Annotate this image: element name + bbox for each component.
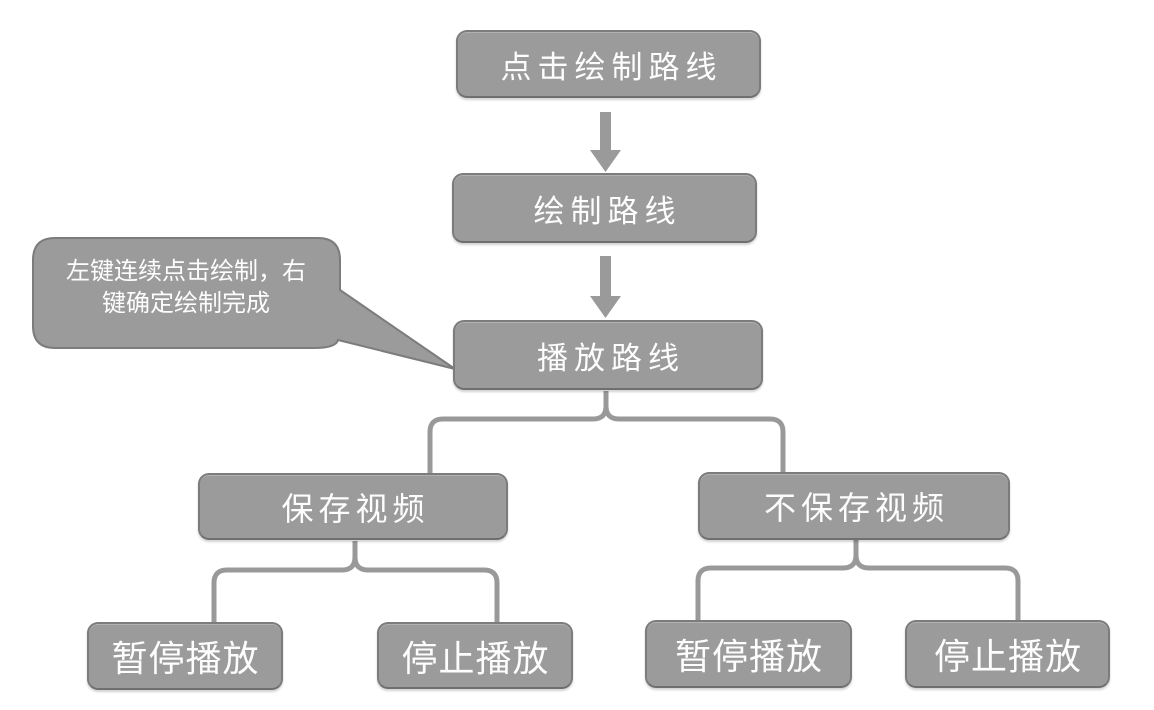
- callout-bubble: [32, 237, 456, 370]
- node-stop-play-left: 停止播放: [377, 622, 573, 689]
- node-stop-play-right: 停止播放: [905, 620, 1110, 688]
- node-no-save-video: 不保存视频: [698, 472, 1010, 540]
- elbow-no-save-video-children: [695, 540, 1021, 622]
- node-draw-route: 绘制路线: [452, 173, 757, 243]
- node-pause-play-right: 暂停播放: [645, 620, 852, 688]
- callout-note-text: 左键连续点击绘制，右 键确定绘制完成: [66, 257, 306, 318]
- node-pause-play-left: 暂停播放: [87, 622, 283, 690]
- arrow-step1-step2: [590, 112, 621, 172]
- node-click-draw-route: 点击绘制路线: [456, 30, 761, 98]
- elbow-play-route-children: [427, 391, 786, 474]
- node-save-video: 保存视频: [198, 473, 508, 540]
- elbow-save-video-children: [211, 541, 500, 624]
- arrow-step2-step3: [590, 256, 621, 318]
- node-play-route: 播放路线: [453, 320, 763, 390]
